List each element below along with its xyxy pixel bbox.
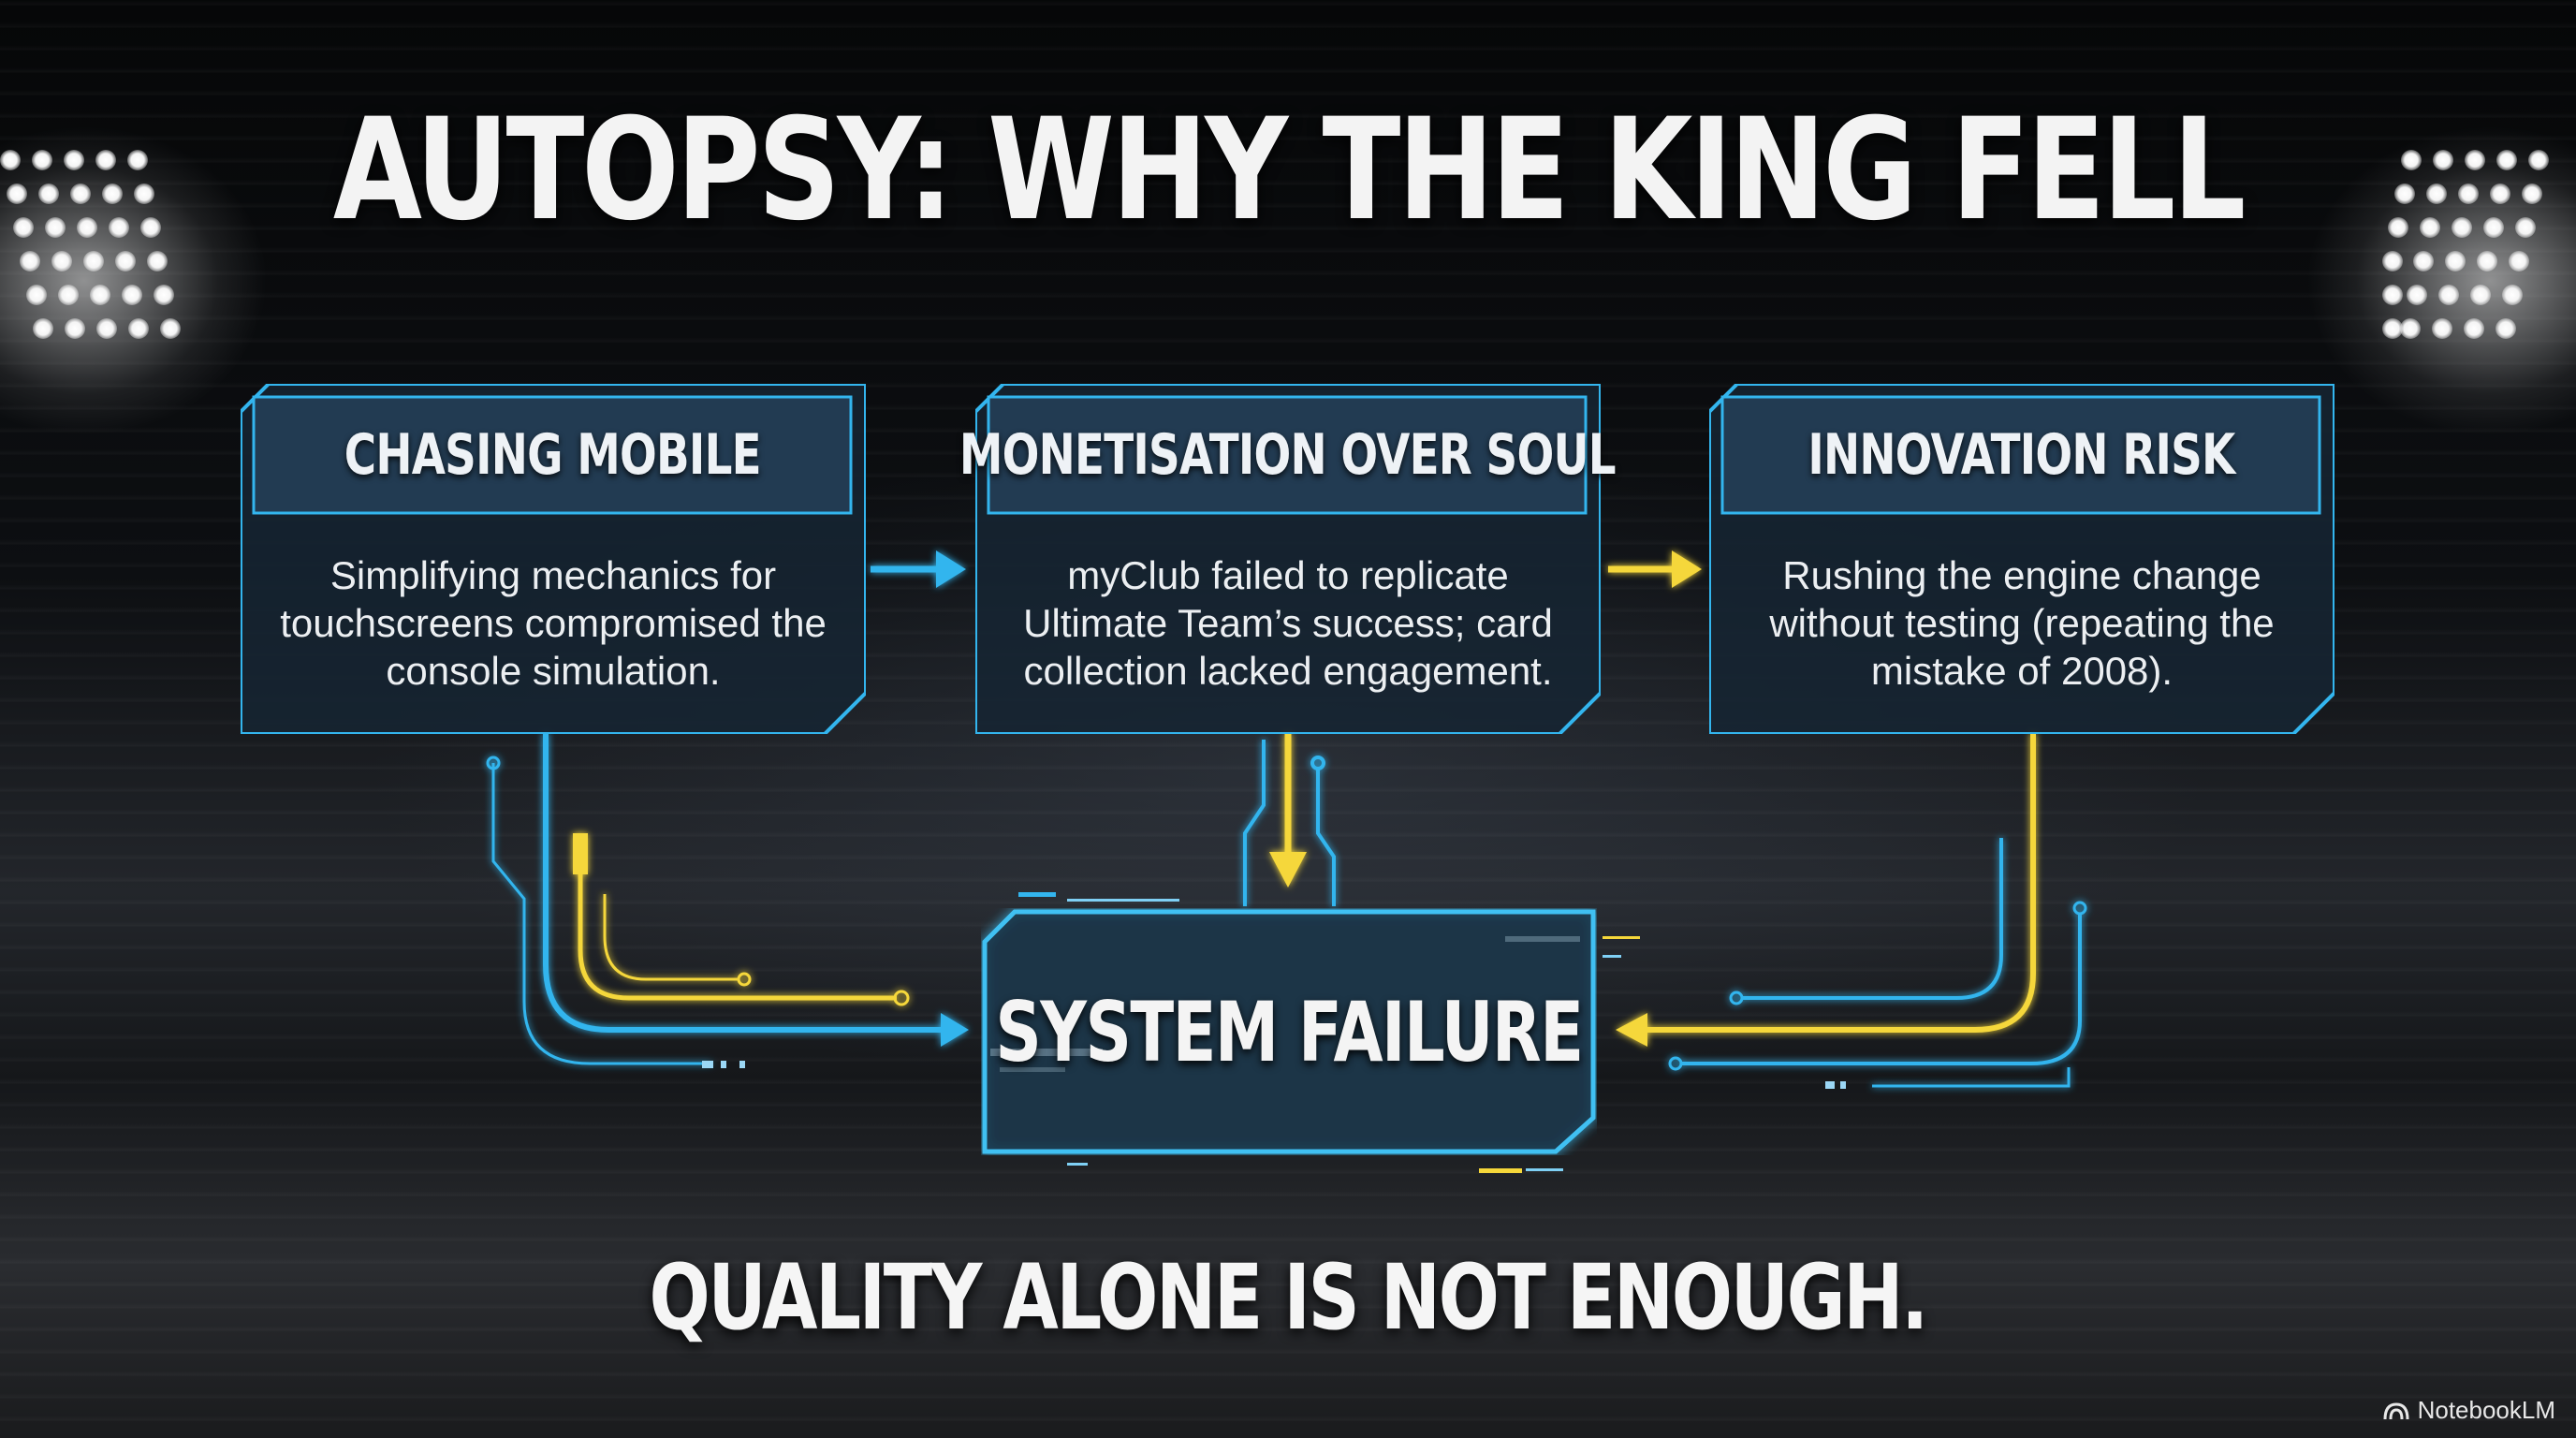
floodlight-bulb — [122, 285, 142, 305]
floodlight-bulb — [58, 285, 79, 305]
floodlight-bulb — [128, 318, 149, 339]
floodlight-bulb — [96, 318, 117, 339]
card-heading: MONETISATION OVER SOUL — [959, 422, 1617, 488]
outcome-label: SYSTEM FAILURE — [995, 983, 1584, 1080]
floodlight-bulb — [2452, 217, 2472, 238]
floodlight-bulb — [2420, 217, 2440, 238]
floodlight-bulb — [115, 251, 136, 271]
floodlight-bulb — [2458, 183, 2479, 204]
card-body-text: Rushing the engine change without testin… — [1769, 552, 2275, 693]
floodlight-bulb — [134, 183, 154, 204]
cause-card-innovation-risk: INNOVATION RISK Rushing the engine chang… — [1709, 384, 2334, 734]
floodlight-bulb — [32, 150, 52, 170]
floodlight-bulb — [2502, 285, 2523, 305]
floodlight-bulb — [33, 318, 53, 339]
card-frame — [1709, 384, 2334, 734]
floodlight-bulb — [2528, 150, 2549, 170]
floodlight-bulb — [147, 251, 168, 271]
floodlight-bulb — [109, 217, 129, 238]
center-blue-bracket — [1243, 740, 1336, 906]
left-floodlight — [0, 140, 187, 374]
floodlight-bulb — [70, 183, 91, 204]
card-body-text: myClub failed to replicate Ultimate Team… — [1023, 552, 1553, 693]
floodlight-bulb — [2394, 183, 2415, 204]
floodlight-bulb — [26, 285, 47, 305]
floodlight-bulb — [2496, 150, 2517, 170]
floodlight-bulb — [127, 150, 148, 170]
system-failure-box: SYSTEM FAILURE — [981, 908, 1597, 1155]
floodlight-bulb — [38, 183, 59, 204]
floodlight-bulb — [154, 285, 174, 305]
page-title: AUTOPSY: WHY THE KING FELL — [332, 89, 2247, 252]
arrow-card1-to-card2 — [871, 550, 966, 588]
card-body-text: Simplifying mechanics for touchscreens c… — [280, 552, 827, 693]
floodlight-bulb — [2407, 285, 2427, 305]
failure-frame — [982, 909, 1596, 1154]
tagline: QUALITY ALONE IS NOT ENOUGH. — [649, 1245, 1929, 1350]
arrow-card2-to-card3 — [1608, 550, 1702, 588]
floodlight-bulb — [2432, 318, 2452, 339]
floodlight-bulb — [2388, 217, 2408, 238]
floodlight-bulb — [2470, 285, 2491, 305]
floodlight-bulb — [0, 150, 21, 170]
floodlight-bulb — [2426, 183, 2447, 204]
cause-card-monetisation: MONETISATION OVER SOUL myClub failed to … — [959, 384, 1617, 734]
floodlight-bulb — [95, 150, 116, 170]
arrow-card2-to-failure — [1269, 733, 1307, 888]
floodlight-bulb — [65, 318, 85, 339]
right-floodlight — [2382, 140, 2569, 374]
floodlight-bulb — [2509, 251, 2529, 271]
wire-right-yellow — [1616, 733, 2036, 1047]
notebooklm-watermark: NotebookLM — [2382, 1396, 2555, 1425]
floodlight-bulb — [140, 217, 161, 238]
floodlight-bulb — [51, 251, 72, 271]
floodlight-bulb — [20, 251, 40, 271]
notebooklm-logo-icon — [2383, 1401, 2409, 1419]
floodlight-bulb — [83, 251, 104, 271]
cause-card-chasing-mobile: CHASING MOBILE Simplifying mechanics for… — [241, 384, 866, 734]
floodlight-bulb — [2490, 183, 2510, 204]
floodlight-bulb — [2382, 251, 2403, 271]
floodlight-bulb — [2465, 150, 2485, 170]
floodlight-bulb — [2438, 285, 2459, 305]
floodlight-bulb — [2522, 183, 2542, 204]
wire-left-blue — [486, 733, 969, 1065]
floodlight-bulb — [45, 217, 66, 238]
wire-right-blue — [1668, 838, 2087, 1088]
floodlight-bulb — [2445, 251, 2466, 271]
wire-left-yellow — [573, 833, 910, 1006]
floodlight-bulb — [2382, 318, 2403, 339]
floodlight-bulb — [7, 183, 27, 204]
floodlight-bulb — [77, 217, 97, 238]
card-heading: CHASING MOBILE — [344, 422, 761, 488]
watermark-text: NotebookLM — [2417, 1396, 2555, 1424]
floodlight-bulb — [2515, 217, 2536, 238]
floodlight-bulb — [2483, 217, 2504, 238]
floodlight-bulb — [2382, 285, 2403, 305]
glitch-ticks — [702, 892, 1846, 1173]
floodlight-bulb — [160, 318, 181, 339]
floodlight-bulb — [2400, 318, 2421, 339]
floodlight-bulb — [2464, 318, 2484, 339]
floodlight-bulb — [64, 150, 84, 170]
card-heading: INNOVATION RISK — [1807, 422, 2235, 488]
card-frame — [241, 384, 866, 734]
floodlight-bulb — [2496, 318, 2516, 339]
floodlight-bulb — [2477, 251, 2497, 271]
card-frame — [975, 384, 1601, 734]
floodlight-bulb — [90, 285, 110, 305]
floodlight-bulb — [102, 183, 123, 204]
floodlight-bulb — [2401, 150, 2422, 170]
floodlight-bulb — [2433, 150, 2453, 170]
floodlight-bulb — [13, 217, 34, 238]
floodlight-bulb — [2413, 251, 2434, 271]
